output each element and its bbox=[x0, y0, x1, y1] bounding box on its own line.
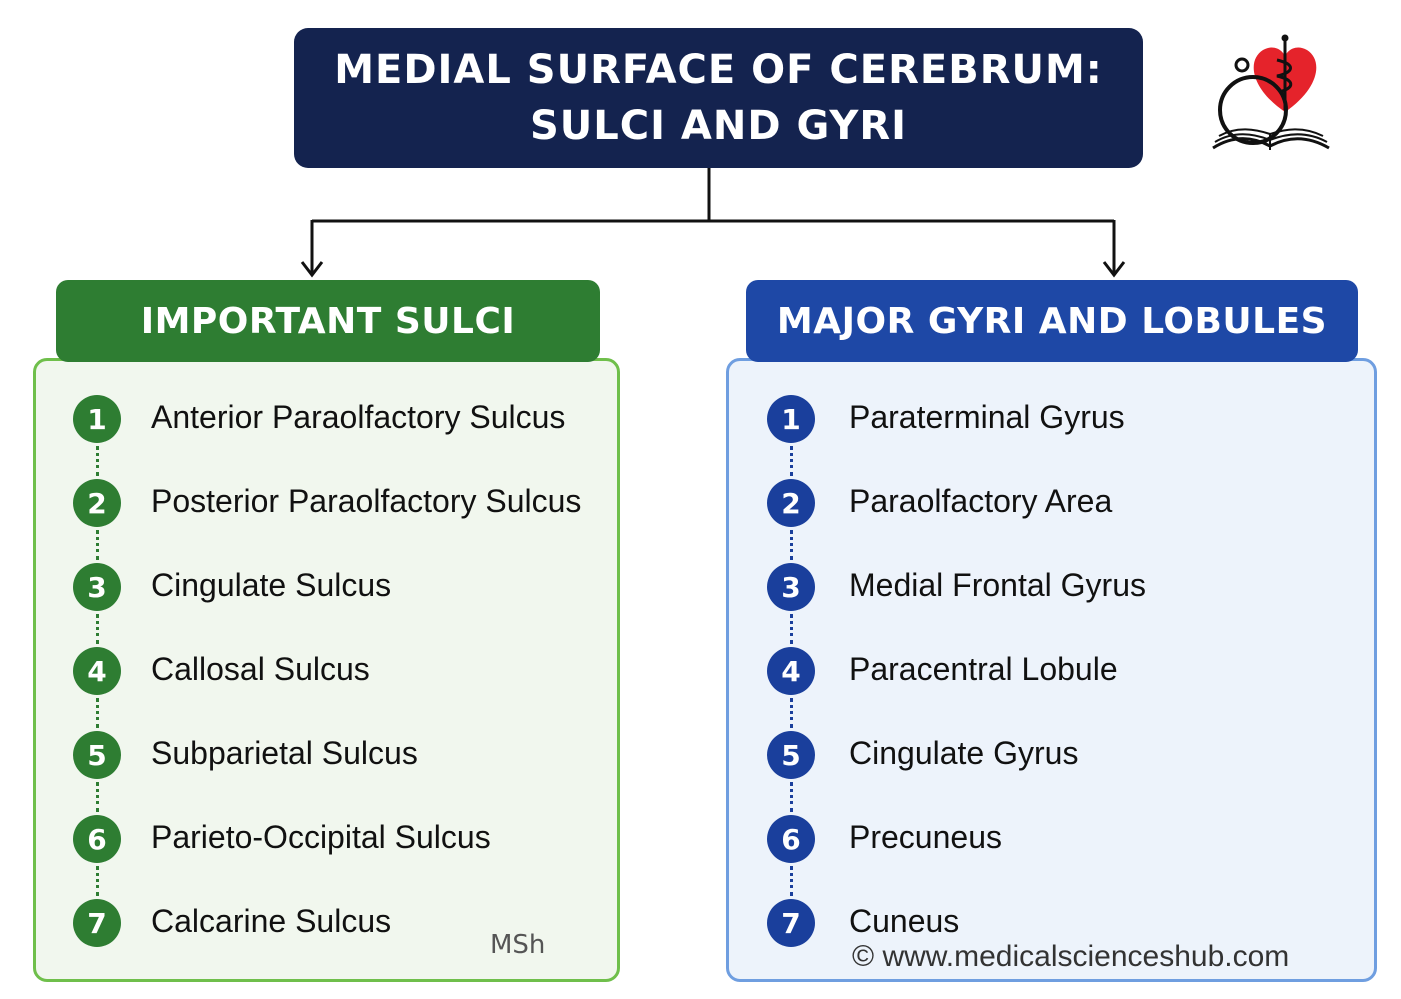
dotted-connector bbox=[790, 866, 793, 896]
dotted-connector bbox=[96, 446, 99, 476]
gyrus-number-2: 2 bbox=[767, 479, 815, 527]
sulcus-label-1: Anterior Paraolfactory Sulcus bbox=[151, 399, 566, 435]
sulcus-label-5: Subparietal Sulcus bbox=[151, 735, 418, 771]
gyrus-number-4: 4 bbox=[767, 647, 815, 695]
dotted-connector bbox=[96, 698, 99, 728]
gyrus-number-6: 6 bbox=[767, 815, 815, 863]
gyrus-label-7: Cuneus bbox=[849, 903, 960, 939]
sulcus-number-2: 2 bbox=[73, 479, 121, 527]
dotted-connector bbox=[790, 614, 793, 644]
gyrus-label-6: Precuneus bbox=[849, 819, 1002, 855]
sulci-header: IMPORTANT SULCI bbox=[56, 280, 600, 362]
heart-stethoscope-logo-icon bbox=[1212, 34, 1330, 150]
sulcus-number-3: 3 bbox=[73, 563, 121, 611]
dotted-connector bbox=[96, 782, 99, 812]
dotted-connector bbox=[790, 698, 793, 728]
sulcus-number-7: 7 bbox=[73, 899, 121, 947]
dotted-connector bbox=[790, 782, 793, 812]
dotted-connector bbox=[790, 446, 793, 476]
gyrus-number-7: 7 bbox=[767, 899, 815, 947]
dotted-connector bbox=[96, 866, 99, 896]
gyrus-number-3: 3 bbox=[767, 563, 815, 611]
sulcus-label-3: Cingulate Sulcus bbox=[151, 567, 392, 603]
sulci-panel bbox=[33, 358, 620, 982]
gyrus-label-3: Medial Frontal Gyrus bbox=[849, 567, 1146, 603]
watermark-msh: MSh bbox=[490, 930, 546, 960]
title-box: MEDIAL SURFACE OF CEREBRUM: SULCI AND GY… bbox=[294, 28, 1143, 168]
sulcus-number-1: 1 bbox=[73, 395, 121, 443]
sulcus-label-2: Posterior Paraolfactory Sulcus bbox=[151, 483, 582, 519]
title-line-1: MEDIAL SURFACE OF CEREBRUM: bbox=[334, 47, 1103, 93]
sulcus-label-4: Callosal Sulcus bbox=[151, 651, 370, 687]
copyright-text: © www.medicalscienceshub.com bbox=[852, 940, 1290, 973]
gyrus-label-4: Paracentral Lobule bbox=[849, 651, 1118, 687]
gyrus-label-2: Paraolfactory Area bbox=[849, 483, 1113, 519]
gyri-panel bbox=[726, 358, 1377, 982]
gyri-header: MAJOR GYRI AND LOBULES bbox=[746, 280, 1358, 362]
sulcus-number-6: 6 bbox=[73, 815, 121, 863]
sulcus-label-7: Calcarine Sulcus bbox=[151, 903, 392, 939]
sulcus-label-6: Parieto-Occipital Sulcus bbox=[151, 819, 491, 855]
title-line-2: SULCI AND GYRI bbox=[529, 103, 908, 149]
gyrus-number-5: 5 bbox=[767, 731, 815, 779]
gyrus-number-1: 1 bbox=[767, 395, 815, 443]
sulcus-number-4: 4 bbox=[73, 647, 121, 695]
dotted-connector bbox=[96, 530, 99, 560]
sulcus-number-5: 5 bbox=[73, 731, 121, 779]
gyrus-label-1: Paraterminal Gyrus bbox=[849, 399, 1125, 435]
dotted-connector bbox=[790, 530, 793, 560]
dotted-connector bbox=[96, 614, 99, 644]
gyrus-label-5: Cingulate Gyrus bbox=[849, 735, 1079, 771]
